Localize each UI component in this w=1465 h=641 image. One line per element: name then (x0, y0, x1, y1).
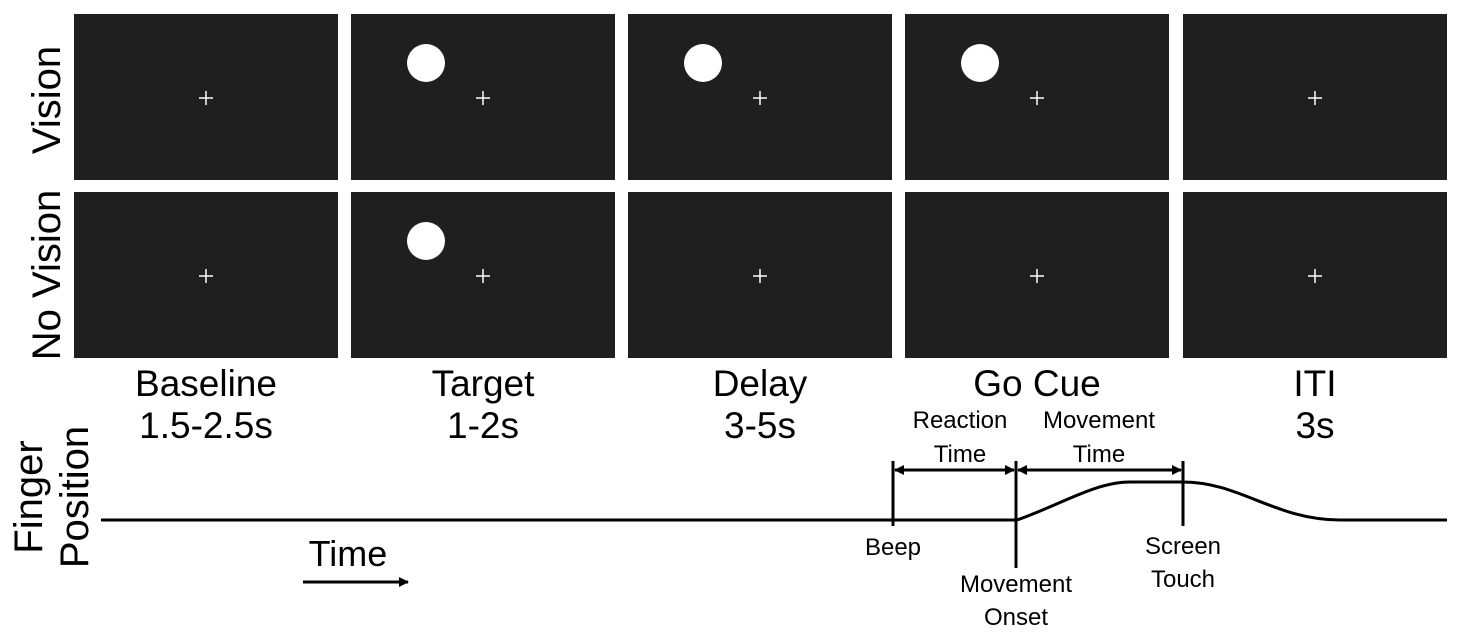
finger-label: Finger (7, 440, 51, 553)
screen-vision-go-cue (905, 14, 1169, 180)
screen-no-vision-go-cue (905, 192, 1169, 358)
fixation-cross-icon (753, 269, 767, 283)
phase-name-baseline: Baseline (135, 363, 277, 404)
screen-vision-delay (628, 14, 892, 180)
screen-vision-iti (1183, 14, 1447, 180)
fixation-cross-icon (753, 91, 767, 105)
reaction-time-label-line2: Time (934, 441, 986, 468)
phase-name-go-cue: Go Cue (973, 363, 1101, 404)
screen-no-vision-iti (1183, 192, 1447, 358)
row-label-no-vision: No Vision (25, 190, 69, 360)
phase-name-target: Target (432, 363, 536, 404)
screen-vision-baseline (74, 14, 338, 180)
fixation-cross-icon (199, 269, 213, 283)
fixation-cross-icon (1030, 269, 1044, 283)
fixation-cross-icon (476, 91, 490, 105)
position-label: Position (53, 426, 97, 568)
target-dot-icon (407, 44, 445, 82)
beep-label: Beep (865, 534, 921, 561)
phase-duration-delay: 3-5s (724, 405, 796, 446)
screen-no-vision-delay (628, 192, 892, 358)
phase-duration-target: 1-2s (447, 405, 519, 446)
screen-no-vision-target (351, 192, 615, 358)
target-dot-icon (961, 44, 999, 82)
movement-onset-label-line1: Movement (960, 571, 1072, 598)
screen-no-vision-baseline (74, 192, 338, 358)
movement-onset-label-line2: Onset (984, 604, 1048, 631)
fixation-cross-icon (1030, 91, 1044, 105)
movement-time-label-line2: Time (1073, 441, 1125, 468)
phase-duration-iti: 3s (1295, 405, 1334, 446)
target-dot-icon (684, 44, 722, 82)
screen-touch-label-line1: Screen (1145, 533, 1221, 560)
reaction-time-label-line1: Reaction (913, 407, 1008, 434)
screen-grid (74, 14, 1447, 358)
screen-touch-label-line2: Touch (1151, 566, 1215, 593)
fixation-cross-icon (199, 91, 213, 105)
target-dot-icon (407, 222, 445, 260)
phase-name-iti: ITI (1293, 363, 1336, 404)
phase-labels: Baseline 1.5-2.5s Target 1-2s Delay 3-5s… (135, 363, 1337, 446)
fixation-cross-icon (1308, 91, 1322, 105)
phase-name-delay: Delay (713, 363, 808, 404)
fixation-cross-icon (1308, 269, 1322, 283)
movement-time-label-line1: Movement (1043, 407, 1155, 434)
fixation-cross-icon (476, 269, 490, 283)
time-label: Time (309, 533, 388, 574)
finger-position-trace (101, 480, 1447, 522)
phase-duration-baseline: 1.5-2.5s (139, 405, 273, 446)
row-label-vision: Vision (25, 46, 69, 154)
screen-vision-target (351, 14, 615, 180)
